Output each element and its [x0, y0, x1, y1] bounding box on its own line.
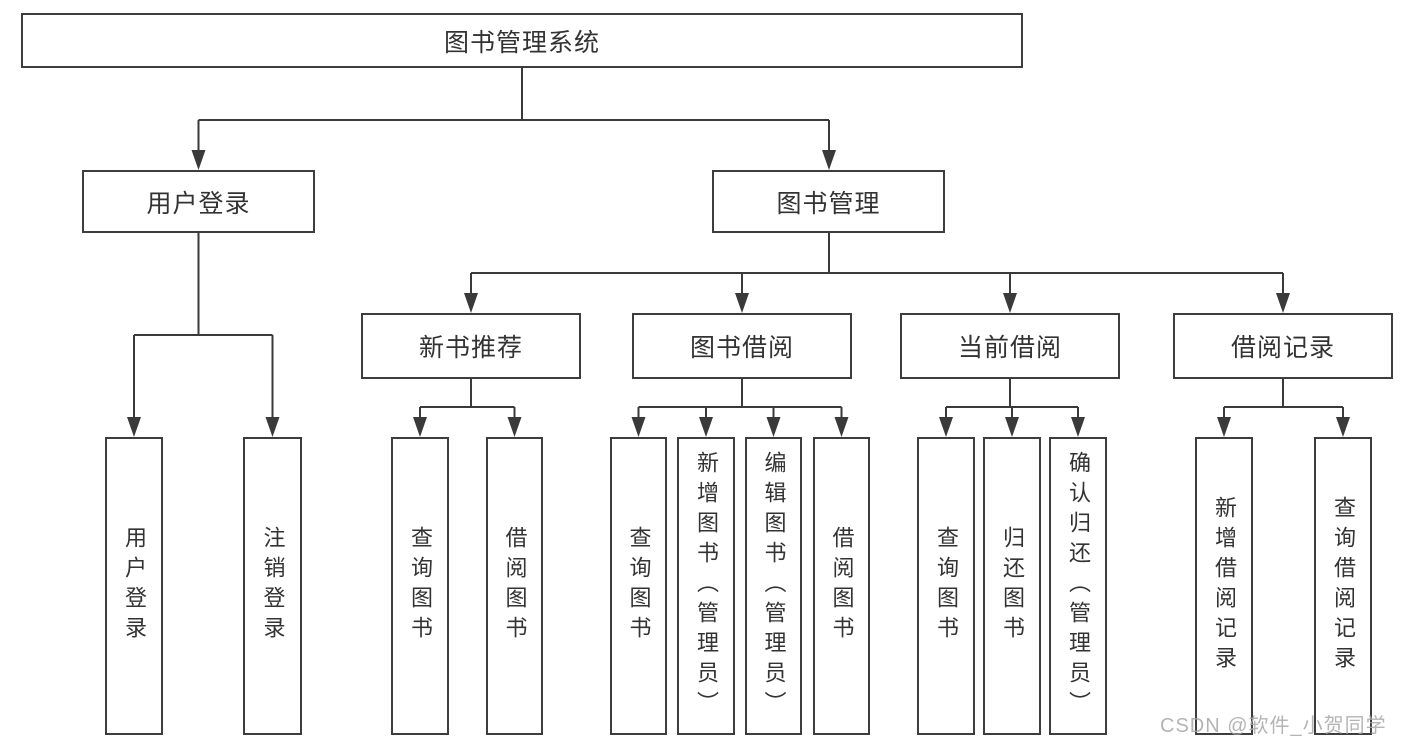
node-book-borrow-label: 图书借阅 [689, 334, 794, 362]
watermark-text: CSDN @软件_小贺同学 [1160, 715, 1387, 737]
leaf-br-add-record-label: 新增借阅记录 [1212, 496, 1237, 676]
leaf-nb-borrow-books-label: 借阅图书 [502, 526, 528, 646]
node-user-login-label: 用户登录 [146, 189, 251, 218]
leaf-bb-add-books-admin-label: 新增图书（管理员） [694, 451, 719, 721]
arrowheads [127, 150, 1350, 437]
leaf-cb-confirm-return-admin: 确认归还（管理员） [1049, 437, 1107, 735]
leaf-cb-query-books: 查询图书 [917, 437, 975, 735]
leaf-nb-query-books-label: 查询图书 [408, 526, 433, 646]
node-new-book-recommend-label: 新书推荐 [418, 334, 523, 362]
leaf-bb-query-books-label: 查询图书 [626, 526, 652, 646]
node-user-login: 用户登录 [82, 170, 315, 233]
node-book-borrow: 图书借阅 [632, 313, 852, 379]
leaf-user-login-label: 用户登录 [122, 526, 147, 646]
leaf-cb-return-books: 归还图书 [983, 437, 1041, 735]
node-root-label: 图书管理系统 [443, 28, 600, 57]
leaf-logout-login-label: 注销登录 [260, 526, 286, 646]
leaf-br-query-record-label: 查询借阅记录 [1331, 496, 1356, 676]
leaf-bb-borrow-books-label: 借阅图书 [829, 526, 855, 646]
node-current-borrow-label: 当前借阅 [957, 334, 1062, 362]
leaf-bb-borrow-books: 借阅图书 [813, 437, 870, 735]
leaf-bb-edit-books-admin: 编辑图书（管理员） [745, 437, 802, 735]
leaf-bb-edit-books-admin-label: 编辑图书（管理员） [761, 451, 787, 721]
leaf-nb-borrow-books: 借阅图书 [486, 437, 543, 735]
node-book-management-label: 图书管理 [776, 189, 881, 218]
node-root: 图书管理系统 [21, 13, 1023, 68]
node-borrow-records-label: 借阅记录 [1230, 334, 1335, 362]
leaf-cb-return-books-label: 归还图书 [1000, 526, 1025, 646]
leaf-nb-query-books: 查询图书 [391, 437, 449, 735]
leaf-user-login: 用户登录 [105, 437, 163, 735]
leaf-logout-login: 注销登录 [243, 437, 302, 735]
leaf-br-add-record: 新增借阅记录 [1195, 437, 1253, 735]
leaf-cb-query-books-label: 查询图书 [934, 526, 959, 646]
node-new-book-recommend: 新书推荐 [361, 313, 581, 379]
node-book-management: 图书管理 [712, 170, 945, 233]
leaf-bb-query-books: 查询图书 [610, 437, 667, 735]
leaf-br-query-record: 查询借阅记录 [1314, 437, 1372, 735]
node-current-borrow: 当前借阅 [900, 313, 1120, 379]
leaf-cb-confirm-return-admin-label: 确认归还（管理员） [1066, 451, 1091, 721]
node-borrow-records: 借阅记录 [1173, 313, 1393, 379]
leaf-bb-add-books-admin: 新增图书（管理员） [677, 437, 735, 735]
